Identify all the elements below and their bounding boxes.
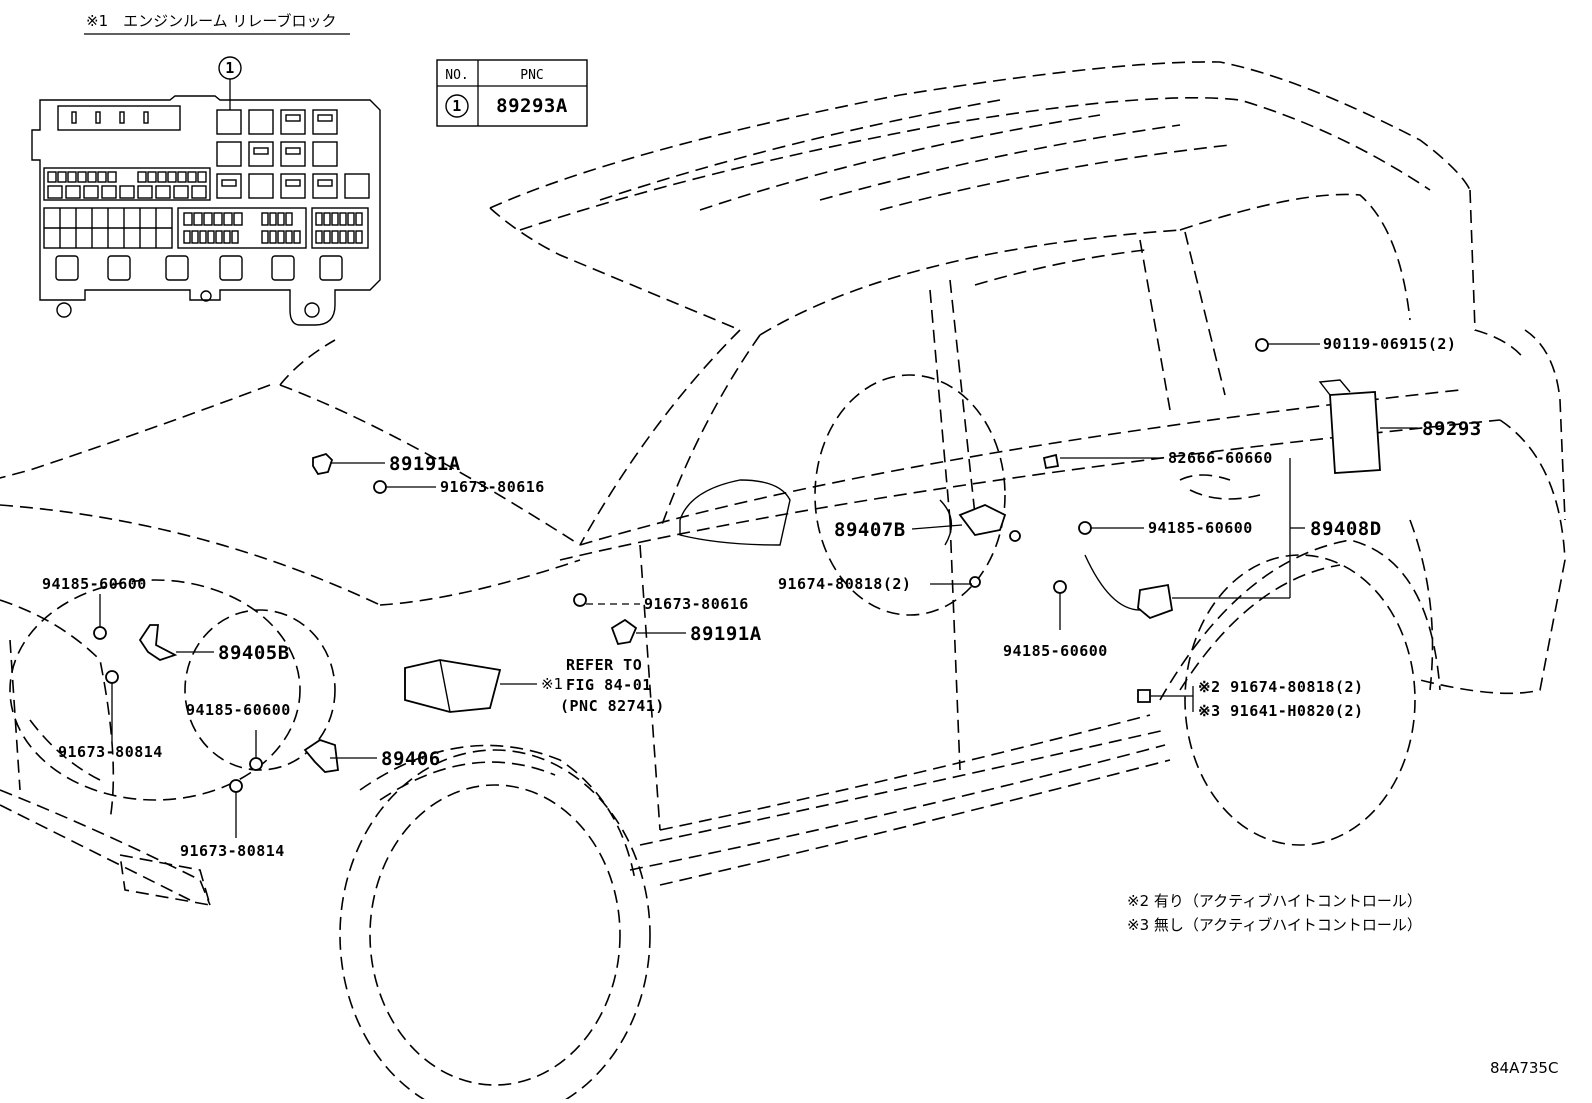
label-82666-60660: 82666-60660: [1168, 449, 1273, 467]
relay-block-inset: ※1 エンジンルーム リレーブロック 1: [31, 12, 381, 326]
label-refer-mark: ※1: [541, 675, 563, 693]
label-94185-60600-bottom: 94185-60600: [1003, 642, 1108, 660]
vehicle-outline: [0, 61, 1566, 1103]
label-91673-80616-mid: 91673-80616: [644, 595, 749, 613]
inset-title: ※1 エンジンルーム リレーブロック: [86, 12, 337, 30]
label-94185-60600-left: 94185-60600: [42, 575, 147, 593]
label-91673-80814-bottom: 91673-80814: [180, 842, 285, 860]
label-refer-line2: FIG 84-01: [566, 676, 652, 694]
label-89405B: 89405B: [218, 642, 290, 664]
pnc-table: NO. PNC 1 89293A: [436, 59, 588, 127]
label-94185-60600-mid: 94185-60600: [186, 701, 291, 719]
note-3: ※3 無し（アクティブハイトコントロール）: [1127, 916, 1422, 934]
footnotes: ※2 有り（アクティブハイトコントロール） ※3 無し（アクティブハイトコントロ…: [1127, 892, 1558, 1077]
label-94185-60600-right: 94185-60600: [1148, 519, 1253, 537]
part-labels: 89191A 91673-80616 94185-60600 89405B 94…: [42, 335, 1482, 860]
parts-sketches: [93, 338, 1381, 793]
label-91674-80818: 91674-80818(2): [778, 575, 911, 593]
label-89406: 89406: [381, 748, 441, 770]
leader-lines: [99, 343, 1418, 838]
label-refer-line1: REFER TO: [566, 656, 642, 674]
inset-callout-no: 1: [225, 59, 235, 77]
pnc-table-row-no: 1: [452, 97, 462, 115]
label-89191A-top: 89191A: [389, 453, 461, 475]
label-90119-06915: 90119-06915(2): [1323, 335, 1456, 353]
pnc-table-header-no: NO.: [445, 68, 468, 83]
label-note2-part: ※2 91674-80818(2): [1198, 678, 1364, 696]
label-91673-80616-top: 91673-80616: [440, 478, 545, 496]
label-note3-part: ※3 91641-H0820(2): [1198, 702, 1364, 720]
label-89191A-mid: 89191A: [690, 623, 762, 645]
label-89293: 89293: [1422, 418, 1482, 440]
pnc-table-header-pnc: PNC: [520, 68, 543, 83]
label-89407B: 89407B: [834, 519, 906, 541]
note-2: ※2 有り（アクティブハイトコントロール）: [1127, 892, 1422, 910]
label-89408D: 89408D: [1310, 518, 1382, 540]
label-91673-80814-left: 91673-80814: [58, 743, 163, 761]
label-refer-line3: (PNC 82741): [560, 697, 665, 715]
pnc-table-row-pnc: 89293A: [496, 95, 568, 117]
figure-code: 84A735C: [1490, 1059, 1558, 1077]
